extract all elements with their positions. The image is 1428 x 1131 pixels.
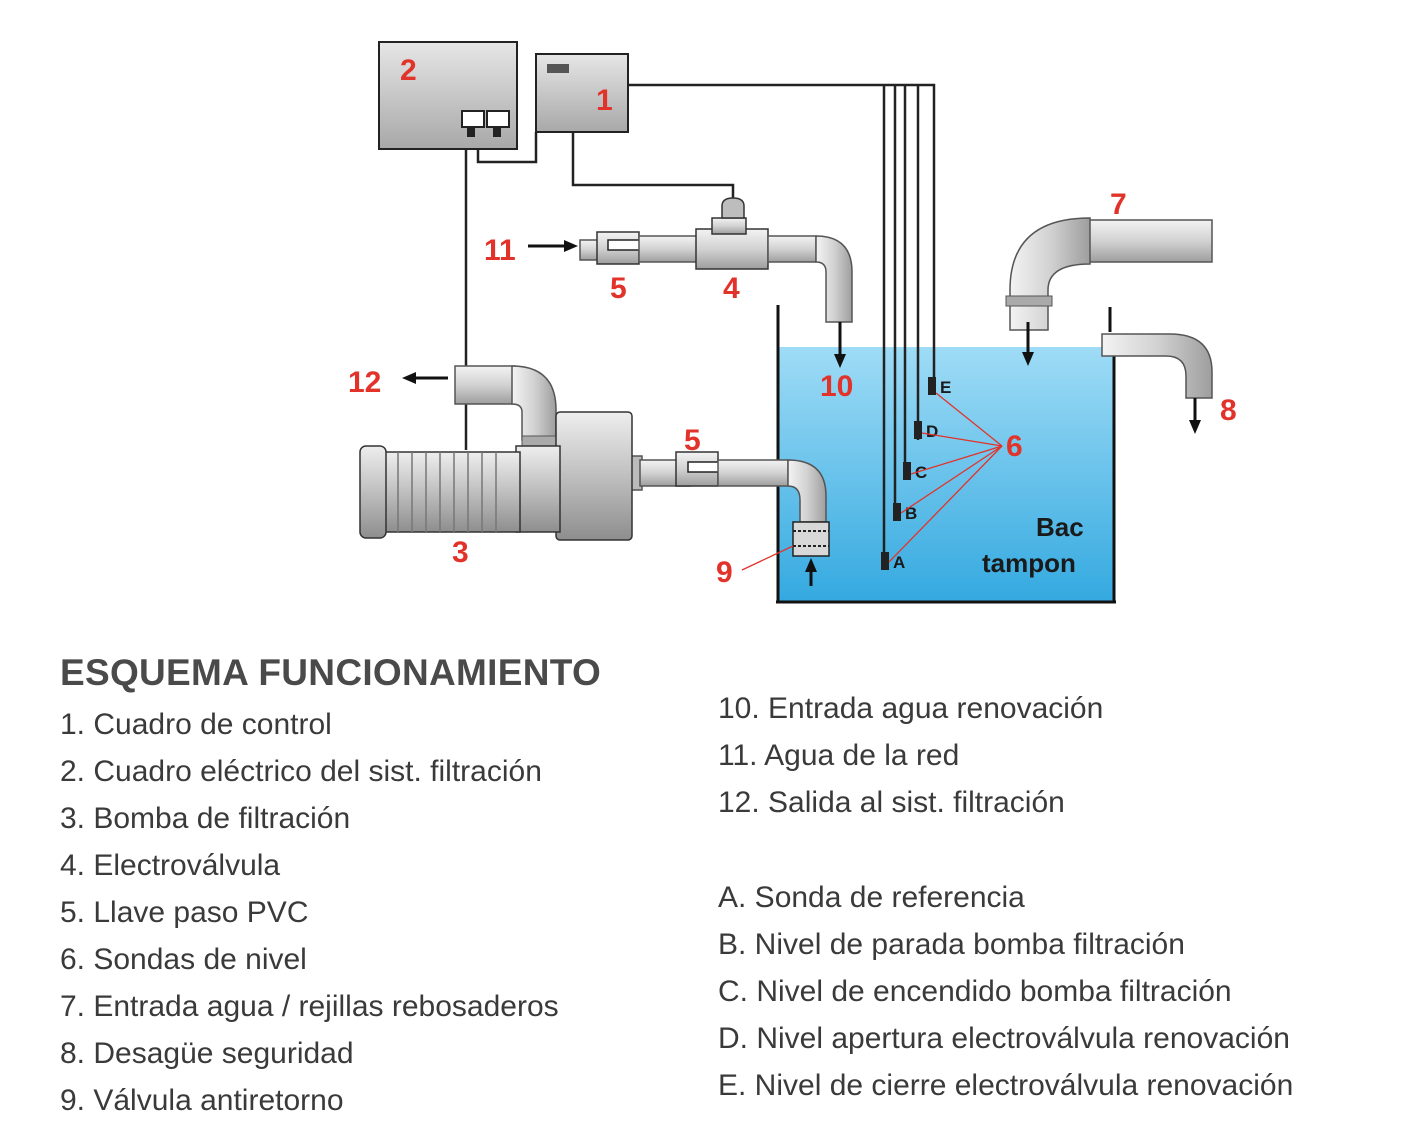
probe-label-a: A <box>893 553 905 572</box>
legend-item: 10. Entrada agua renovación <box>718 692 1104 725</box>
callout-5-valve-renewal: 5 <box>610 272 627 305</box>
legend-item: 11. Agua de la red <box>718 739 960 772</box>
callout-10: 10 <box>820 370 853 403</box>
probe-e <box>928 377 936 395</box>
overflow-inlet-pipe <box>1005 217 1213 331</box>
legend-item: 2. Cuadro eléctrico del sist. filtración <box>60 755 542 788</box>
tank-label-line2: tampon <box>982 548 1076 578</box>
legend-item: D. Nivel apertura electroválvula renovac… <box>718 1022 1290 1055</box>
probe-c <box>903 462 911 480</box>
legend-item: C. Nivel de encendido bomba filtración <box>718 975 1232 1008</box>
control-box <box>535 53 629 133</box>
check-valve <box>792 521 830 557</box>
legend-item: 7. Entrada agua / rejillas rebosaderos <box>60 990 559 1023</box>
legend-item: E. Nivel de cierre electroválvula renova… <box>718 1069 1294 1102</box>
legend-item: B. Nivel de parada bomba filtración <box>718 928 1185 961</box>
legend-item: 5. Llave paso PVC <box>60 896 309 929</box>
level-probes: E D C B A <box>881 377 951 572</box>
legend-item: 1. Cuadro de control <box>60 708 332 741</box>
legend-item: 6. Sondas de nivel <box>60 943 307 976</box>
probe-label-e: E <box>940 378 951 397</box>
legend-item: 12. Salida al sist. filtración <box>718 786 1065 819</box>
probe-a <box>881 552 889 570</box>
legend-item: 8. Desagüe seguridad <box>60 1037 354 1070</box>
callout-9: 9 <box>716 556 733 589</box>
callout-6-leaders <box>888 392 1003 563</box>
filtration-pump <box>359 411 633 541</box>
buffer-tank <box>776 305 1116 604</box>
legend-item: 4. Electroválvula <box>60 849 281 882</box>
operating-scheme-diagram: E D C B A <box>348 41 1237 604</box>
callout-8: 8 <box>1220 394 1237 427</box>
safety-drain-pipe <box>1101 333 1213 399</box>
legend-item: A. Sonda de referencia <box>718 881 1025 914</box>
renewal-water-pipe <box>579 197 853 323</box>
probe-label-c: C <box>915 463 927 482</box>
callout-5-valve-pump: 5 <box>684 424 701 457</box>
probe-d <box>914 421 922 439</box>
pump-suction-pipe <box>629 451 830 557</box>
legend-numbered-list: 1. Cuadro de control 2. Cuadro eléctrico… <box>60 701 559 1124</box>
callout-6: 6 <box>1006 430 1023 463</box>
probe-b <box>893 503 901 521</box>
probe-label-d: D <box>926 422 938 441</box>
callout-11: 11 <box>484 234 516 267</box>
callout-1: 1 <box>596 84 613 117</box>
callout-12: 12 <box>348 366 381 399</box>
legend-item: 9. Válvula antiretorno <box>60 1084 344 1117</box>
callout-4: 4 <box>723 272 740 305</box>
callout-2: 2 <box>400 54 417 87</box>
tank-label-line1: Bac <box>1036 512 1084 542</box>
legend-numbered-list-continued: 10. Entrada agua renovación 11. Agua de … <box>718 685 1103 826</box>
filtration-electrical-box <box>378 41 518 150</box>
callout-3: 3 <box>452 536 469 569</box>
flow-arrows <box>402 240 1201 586</box>
legend-probe-list: A. Sonda de referencia B. Nivel de parad… <box>718 874 1293 1109</box>
legend-item: 3. Bomba de filtración <box>60 802 351 835</box>
callout-7: 7 <box>1110 188 1127 221</box>
callout-9-leader <box>741 545 794 571</box>
legend-title: ESQUEMA FUNCIONAMIENTO <box>60 652 602 693</box>
pump-discharge-pipe <box>454 365 557 451</box>
